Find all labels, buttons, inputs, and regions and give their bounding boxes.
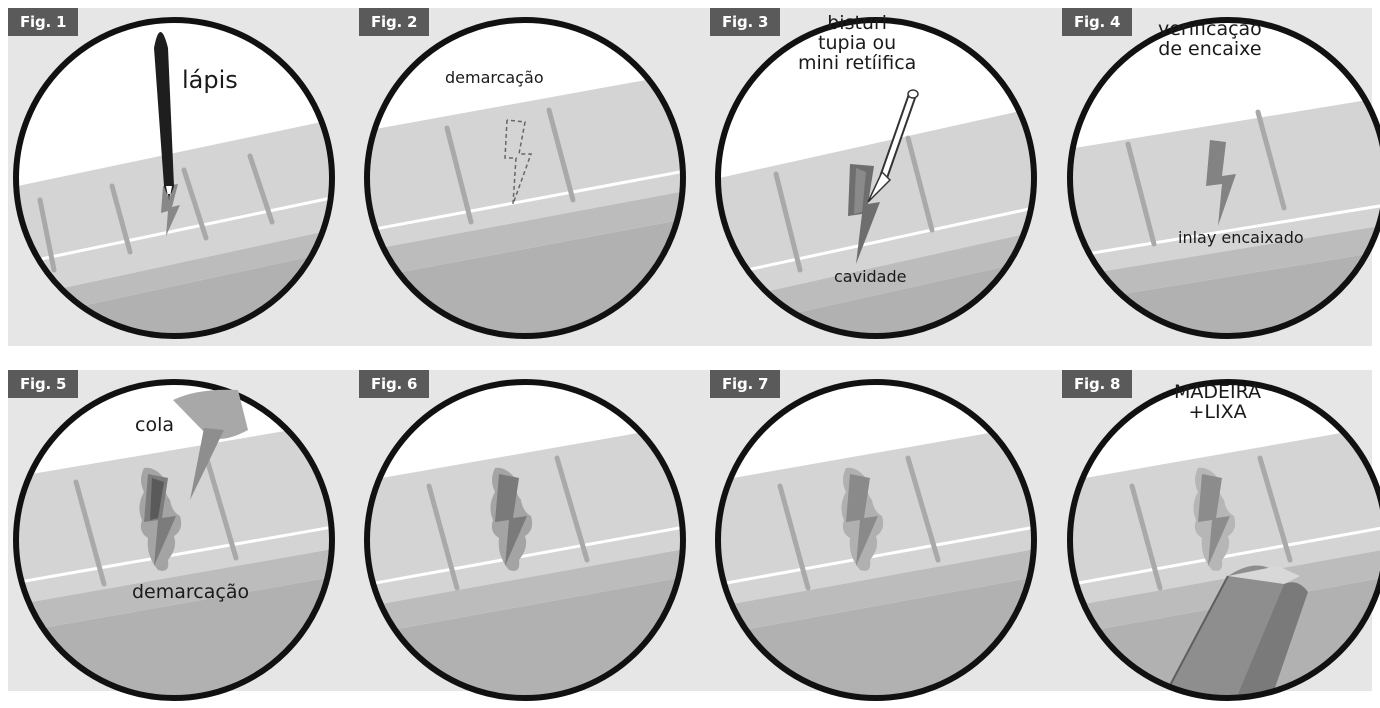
tool-label: bisturi tupia ou mini retíifica bbox=[798, 14, 916, 74]
figure-1-illustration bbox=[8, 8, 350, 346]
wood-sandpaper-label: MADEIRA +LIXA bbox=[1174, 383, 1261, 423]
figure-5-tag: Fig. 5 bbox=[8, 370, 78, 398]
figure-2-illustration bbox=[359, 8, 701, 346]
fitted-inlay-label: inlay encaixado bbox=[1178, 230, 1304, 247]
marking-label: demarcação bbox=[132, 583, 249, 603]
figure-6-tag: Fig. 6 bbox=[359, 370, 429, 398]
figure-3-tag: Fig. 3 bbox=[710, 8, 780, 36]
figure-5-panel: Fig. 5 cola demarcação bbox=[8, 370, 350, 708]
figure-8-tag: Fig. 8 bbox=[1062, 370, 1132, 398]
figure-6-illustration bbox=[359, 370, 701, 708]
figure-6-panel: Fig. 6 bbox=[359, 370, 701, 708]
figure-5-illustration bbox=[8, 370, 350, 708]
marking-label: demarcação bbox=[445, 70, 544, 87]
figure-7-tag: Fig. 7 bbox=[710, 370, 780, 398]
figure-7-illustration bbox=[710, 370, 1052, 708]
figure-4-tag: Fig. 4 bbox=[1062, 8, 1132, 36]
figure-2-panel: Fig. 2 demarcação bbox=[359, 8, 701, 346]
pencil-label: lápis bbox=[182, 68, 238, 93]
glue-label: cola bbox=[135, 416, 174, 436]
figure-7-panel: Fig. 7 bbox=[710, 370, 1052, 708]
fit-check-label: verificação de encaixe bbox=[1158, 20, 1262, 60]
figure-3-panel: Fig. 3 bisturi tupia ou mini retíifica c… bbox=[710, 8, 1052, 346]
figure-8-panel: Fig. 8 MADEIRA +LIXA bbox=[1062, 370, 1380, 708]
figure-1-tag: Fig. 1 bbox=[8, 8, 78, 36]
figure-1-panel: Fig. 1 lápis bbox=[8, 8, 350, 346]
figure-4-panel: Fig. 4 verificação de encaixe inlay enca… bbox=[1062, 8, 1380, 346]
cavity-label: cavidade bbox=[834, 269, 906, 286]
figure-2-tag: Fig. 2 bbox=[359, 8, 429, 36]
